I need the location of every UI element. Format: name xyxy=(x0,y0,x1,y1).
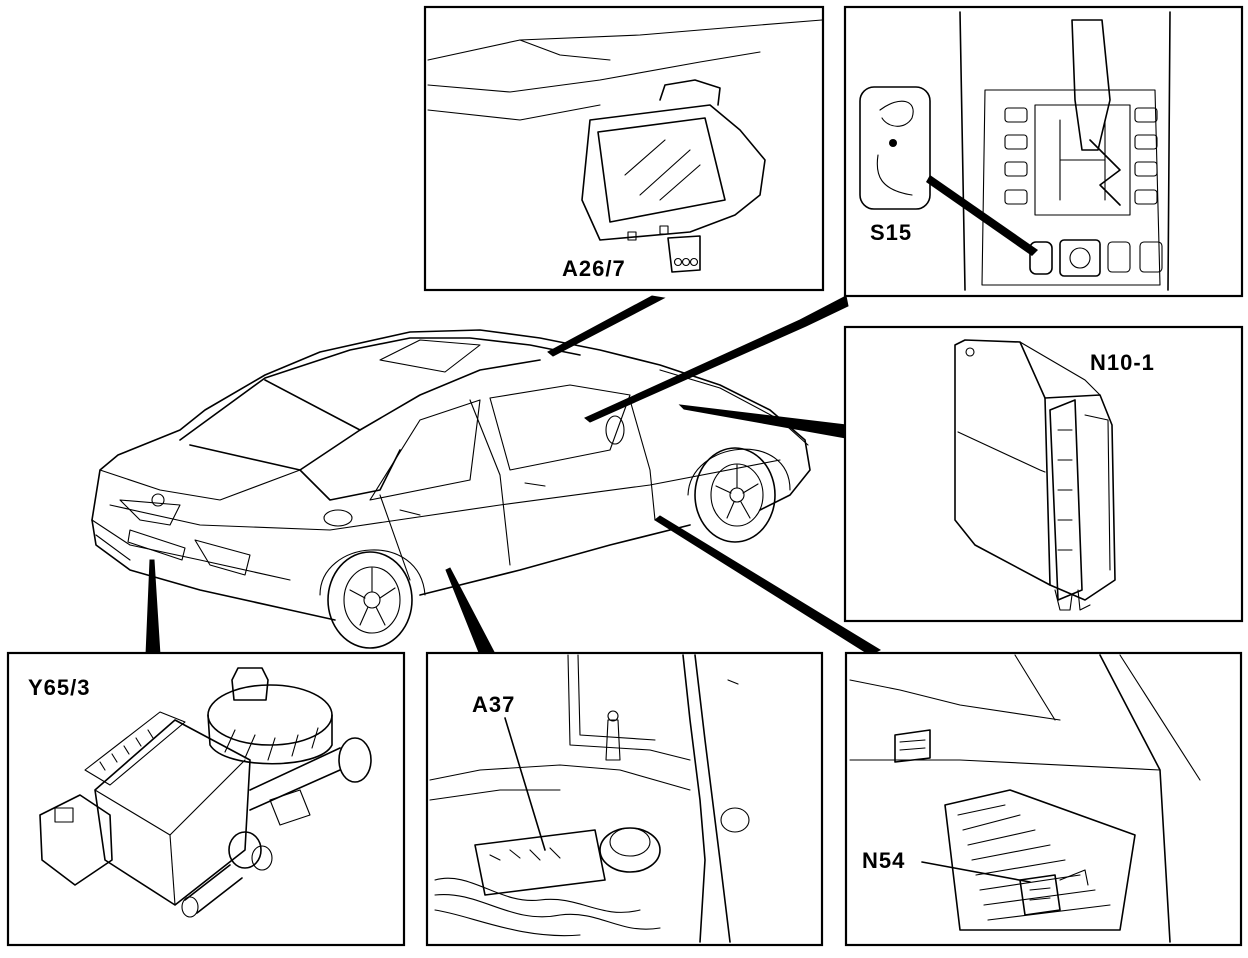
panel-valve: Y65/3 xyxy=(6,651,406,947)
car-illustration xyxy=(91,329,811,649)
panel-rearview-mirror: A26/7 xyxy=(423,5,825,292)
panel-module-n54: N54 xyxy=(844,651,1243,947)
label-n10-1: N10-1 xyxy=(1090,350,1155,375)
label-a37: A37 xyxy=(472,692,515,717)
label-s15: S15 xyxy=(870,220,912,245)
label-n54: N54 xyxy=(862,848,905,873)
leader-lines xyxy=(145,295,882,656)
panel-module-a37: A37 xyxy=(425,651,824,947)
label-y65-3: Y65/3 xyxy=(28,675,91,700)
panel-switch: S15 xyxy=(843,5,1244,298)
panel-control-module: N10-1 xyxy=(843,325,1244,623)
label-a26-7: A26/7 xyxy=(562,256,626,281)
